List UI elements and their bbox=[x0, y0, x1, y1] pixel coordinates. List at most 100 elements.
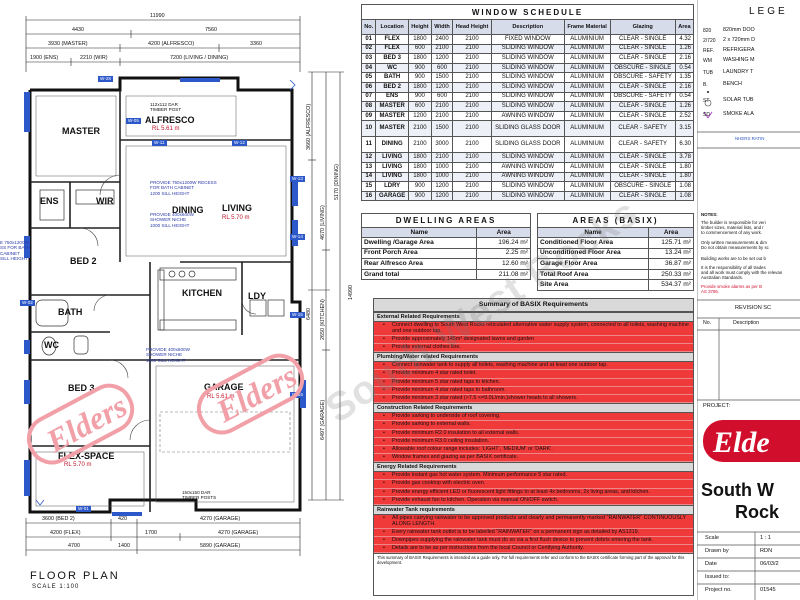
window-schedule-cell-head-height: 2100 bbox=[452, 136, 492, 154]
basix-requirement-item: Provide minimum 4 star rated taps to bat… bbox=[374, 386, 693, 395]
dim-dining-depth: 5170 (DINING) bbox=[334, 164, 340, 200]
basix-requirement-item: Downpipes supplying the rainwater tank m… bbox=[374, 537, 693, 546]
basix-requirement-item: Provide minimum R3.0 ceiling insulation. bbox=[374, 437, 693, 446]
note-line: Only written measurements & dim bbox=[701, 240, 767, 245]
window-schedule-cell-location: WC bbox=[375, 62, 409, 74]
window-schedule-cell-width: 1000 bbox=[430, 161, 454, 173]
window-schedule-cell-location: LIVING bbox=[375, 171, 409, 183]
window-schedule-cell-frame-material: ALUMINIUM bbox=[563, 101, 611, 112]
basix-areas-table: AREAS (BASIX) Name Area Conditioned Floo… bbox=[536, 213, 694, 291]
plan-scale: SCALE 1:100 bbox=[32, 584, 80, 590]
window-schedule-cell-description: SLIDING WINDOW bbox=[490, 152, 565, 163]
basix-summary-body: External Related RequirementsConnect dwe… bbox=[374, 312, 693, 554]
room-ldy: LDY bbox=[248, 291, 266, 301]
window-schedule-cell-head-height: 2100 bbox=[452, 43, 492, 55]
title-block-value: RDN bbox=[760, 548, 773, 554]
window-schedule-cell-height: 1800 bbox=[407, 53, 432, 64]
dim-top-3360: 3360 bbox=[250, 41, 262, 47]
legend-text: REFRIGERA bbox=[723, 47, 755, 53]
project-location-line2: Rock bbox=[735, 502, 780, 522]
window-schedule-cell-description: SLIDING WINDOW bbox=[490, 53, 565, 64]
note-bath-cabinet-recess: PROVIDE 750x1200W RECESS FOR BATH CABINE… bbox=[150, 180, 217, 196]
window-schedule-cell-width: 1500 bbox=[430, 72, 454, 83]
window-schedule-cell-width: 2400 bbox=[430, 34, 454, 45]
window-schedule-cell-area: 3.78 bbox=[674, 152, 695, 163]
title-block-value: 06/03/2 bbox=[760, 561, 779, 567]
window-schedule-cell-glazing: CLEAR - SINGLE bbox=[609, 43, 676, 55]
basix-areas-col-area: Area bbox=[648, 227, 694, 238]
note-shower-niche-1: PROVIDE 400x600W SHOWER NICHE 1000 SILL … bbox=[150, 212, 194, 228]
window-schedule-cell-description: AWNING WINDOW bbox=[490, 161, 565, 173]
window-tag-w15: W-15 bbox=[290, 312, 305, 318]
window-schedule-cell-description: SLIDING WINDOW bbox=[490, 62, 565, 74]
window-tag-w11: W-11 bbox=[152, 140, 167, 146]
window-schedule-cell-no: 06 bbox=[360, 81, 377, 93]
basix-areas-name: Site Area bbox=[536, 279, 650, 291]
window-schedule-cell-frame-material: ALUMINIUM bbox=[563, 120, 611, 138]
basix-requirement-item: Window frames and glazing as per BASIX c… bbox=[374, 454, 693, 463]
window-schedule-cell-no: 14 bbox=[360, 171, 377, 183]
window-tag-w01: W-01 bbox=[76, 506, 91, 512]
room-bed3: BED 3 bbox=[68, 383, 95, 393]
legend-code: SD bbox=[703, 112, 710, 118]
window-schedule-cell-height: 1800 bbox=[407, 34, 432, 45]
window-schedule-cell-height: 1200 bbox=[407, 110, 432, 122]
basix-requirement-item: Details are to be as per instructions fr… bbox=[374, 545, 693, 554]
window-schedule-cell-location: BED 3 bbox=[375, 53, 409, 64]
window-schedule-cell-area: 2.16 bbox=[674, 53, 695, 64]
window-schedule-cell-width: 2100 bbox=[430, 101, 454, 112]
title-block-value: 1 : 1 bbox=[760, 535, 771, 541]
window-schedule-cell-no: 16 bbox=[360, 190, 377, 202]
room-bath: BATH bbox=[58, 307, 83, 317]
window-schedule-cell-height: 900 bbox=[407, 62, 432, 74]
elders-watermark-logo-right: Elders bbox=[196, 353, 305, 435]
window-schedule-cell-description: SLIDING WINDOW bbox=[490, 190, 565, 202]
basix-requirement-item: Provide gas cooktop with electric oven. bbox=[374, 480, 693, 489]
revision-col-no: No. bbox=[703, 320, 712, 326]
window-schedule-cell-description: SLIDING WINDOW bbox=[490, 101, 565, 112]
note-shower-niche-2: PROVIDE 400x600W SHOWER NICHE 1000 SILL … bbox=[146, 347, 190, 363]
window-schedule-cell-width: 3000 bbox=[430, 136, 454, 154]
window-schedule-cell-area: 1.80 bbox=[674, 161, 695, 173]
room-garage: GARAGE bbox=[204, 382, 244, 392]
window-schedule-cell-no: 08 bbox=[360, 101, 377, 112]
window-schedule-cell-glazing: CLEAR - SINGLE bbox=[609, 171, 676, 183]
basix-requirement-item: Provide minimum 5 star rated taps to kit… bbox=[374, 378, 693, 387]
basix-areas-area: 13.24 m² bbox=[648, 247, 694, 260]
dim-flex-width: 4200 (FLEX) bbox=[50, 530, 81, 536]
elders-logo: Elde bbox=[703, 420, 800, 462]
room-living: LIVING bbox=[222, 203, 253, 213]
plan-title: FLOOR PLAN bbox=[30, 570, 120, 582]
window-schedule-cell-no: 04 bbox=[360, 62, 377, 74]
window-schedule-cell-width: 1000 bbox=[430, 171, 454, 183]
window-schedule-cell-location: ENS bbox=[375, 91, 409, 103]
room-bed2: BED 2 bbox=[70, 256, 97, 266]
window-schedule-cell-area: 2.52 bbox=[674, 110, 695, 122]
legend-title: LEGE bbox=[749, 6, 788, 17]
room-wir: WIR bbox=[96, 196, 114, 206]
room-kitchen: KITCHEN bbox=[182, 288, 222, 298]
window-schedule-cell-width: 2100 bbox=[430, 43, 454, 55]
window-schedule-cell-frame-material: ALUMINIUM bbox=[563, 72, 611, 83]
room-master: MASTER bbox=[62, 126, 100, 136]
dwelling-areas-col-name: Name bbox=[360, 227, 478, 238]
window-schedule-cell-height: 2100 bbox=[407, 136, 432, 154]
window-schedule-cell-location: GARAGE bbox=[375, 190, 409, 202]
window-schedule-cell-description: AWNING WINDOW bbox=[490, 171, 565, 183]
window-schedule-cell-description: AWNING WINDOW bbox=[490, 110, 565, 122]
window-schedule-cell-width: 600 bbox=[430, 62, 454, 74]
dwelling-areas-name: Grand total bbox=[360, 268, 478, 281]
basix-requirement-item: Allowable roof colour range includes: 'L… bbox=[374, 445, 693, 455]
window-schedule-cell-frame-material: ALUMINIUM bbox=[563, 34, 611, 45]
